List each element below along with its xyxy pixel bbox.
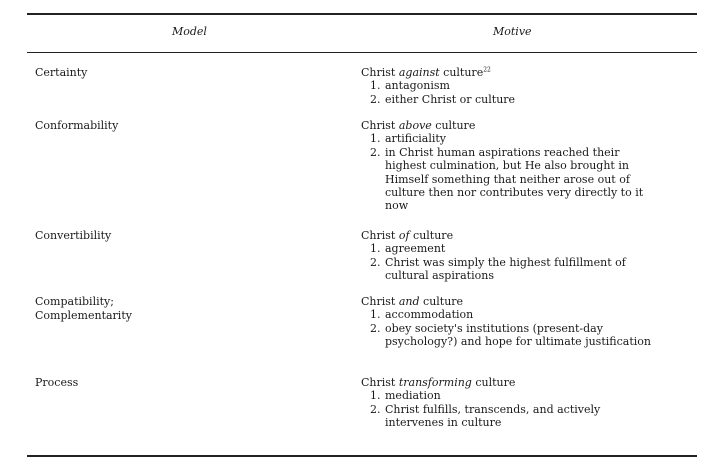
column-header-motive: Motive	[493, 25, 532, 38]
list-item: 2.obey society's institutions (present-d…	[370, 321, 651, 349]
table-row-model: Certainty	[35, 66, 87, 80]
table-row-motive: Christ against culture22 1.antagonism 2.…	[361, 66, 681, 106]
list-item: 2.Christ fulfills, transcends, and activ…	[370, 402, 601, 430]
list-item: 1.antagonism	[370, 79, 450, 93]
table-row-motive: Christ and culture 1.accommodation 2.obe…	[361, 295, 681, 349]
footnote-ref: 22	[483, 66, 491, 74]
table-row-model: Compatibility; Complementarity	[35, 295, 132, 323]
model-label: Complementarity	[35, 309, 132, 322]
list-item: 1.mediation	[370, 389, 441, 403]
table-row-model: Conformability	[35, 119, 118, 133]
column-header-model: Model	[172, 25, 207, 38]
table-row-model: Process	[35, 376, 78, 390]
table-top-rule	[27, 13, 697, 15]
motive-title: Christ of culture	[361, 229, 454, 242]
list-item: 1.accommodation	[370, 308, 474, 322]
motive-title: Christ transforming culture	[361, 376, 516, 389]
model-label: Convertibility	[35, 229, 112, 242]
model-label: Conformability	[35, 119, 119, 132]
list-item: 2.in Christ human aspirations reached th…	[370, 145, 644, 213]
motive-title: Christ against culture22	[361, 66, 491, 79]
table-row-model: Convertibility	[35, 229, 111, 243]
list-item: 2.either Christ or culture	[370, 92, 516, 106]
motive-title: Christ and culture	[361, 295, 464, 308]
list-item: 2.Christ was simply the highest fulfillm…	[370, 255, 626, 283]
model-label: Process	[35, 376, 79, 389]
model-label: Compatibility;	[35, 295, 114, 308]
list-item: 1.agreement	[370, 242, 446, 256]
table-row-motive: Christ of culture 1.agreement 2.Christ w…	[361, 229, 681, 283]
model-label: Certainty	[35, 66, 88, 79]
table-row-motive: Christ transforming culture 1.mediation …	[361, 376, 681, 430]
header-rule	[27, 52, 697, 53]
table-row-motive: Christ above culture 1.artificiality 2.i…	[361, 119, 681, 213]
table-bottom-rule	[27, 455, 697, 457]
motive-title: Christ above culture	[361, 119, 476, 132]
list-item: 1.artificiality	[370, 132, 446, 146]
